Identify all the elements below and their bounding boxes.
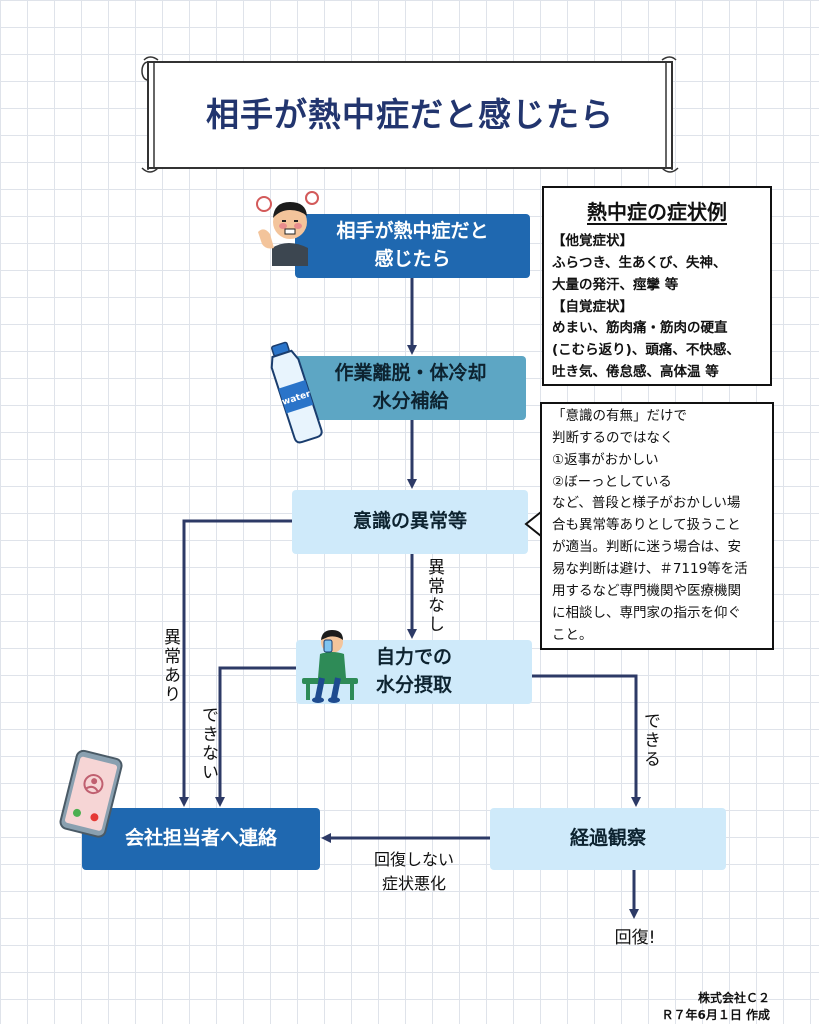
symptoms-panel: 熱中症の症状例 【他覚症状】 ふらつき、生あくび、失神、 大量の発汗、痙攣 等 … [542,186,772,386]
note-line: こと。 [552,626,593,643]
note-line: 合も異常等ありとして扱うこと [552,517,741,534]
note-line: に相談し、専門家の指示を仰ぐ [552,604,741,621]
page-title: 相手が熱中症だと感じたら [206,95,614,134]
arrow-cannot-to-contact [215,666,296,807]
footer: 株式会社Ｃ２ Ｒ７年6月１日 作成 [560,990,770,1024]
note-line: ②ぼーっとしている [552,473,672,490]
label-not-recovered: 回復しない 症状悪化 [373,850,454,893]
note-line: ①返事がおかしい [552,451,659,468]
note-line: 用するなど専門機関や医療機関 [552,582,741,599]
symptoms-others-line: 大量の発汗、痙攣 等 [552,276,679,293]
node-observe: 経過観察 [490,808,726,870]
symptoms-others-line: ふらつき、生あくび、失神、 [552,254,727,271]
note-line: 「意識の有無」だけで [552,408,687,424]
footer-company: 株式会社Ｃ２ [697,991,770,1005]
note-line: 判断するのではなく [552,429,674,446]
smartphone-call-icon [59,749,123,838]
note-line: 易な判断は避け、＃7119等を活 [552,561,748,578]
note-panel: 「意識の有無」だけで 判断するのではなく ①返事がおかしい ②ぼーっとしている … [540,402,774,650]
node-contact: 会社担当者へ連絡 [82,808,320,870]
label-recovered: 回復! [614,928,656,948]
node-consciousness: 意識の異常等 [292,490,528,554]
symptoms-title: 熱中症の症状例 [587,200,727,224]
label-no-abnormality: 異常なし [424,558,444,634]
arrow-can-to-observe [532,674,641,807]
arrow-abnormal-to-contact [179,519,292,807]
symptoms-self-heading: 【自覚症状】 [552,298,633,315]
node-cooling: 作業離脱・体冷却 水分補給 [295,356,526,420]
label-can: できる [640,712,660,769]
label-cannot: できない [198,706,218,782]
note-line: など、普段と様子がおかしい場 [552,495,741,512]
note-line: が適当。判断に迷う場合は、安 [552,539,741,556]
sick-person-icon [256,191,319,266]
symptoms-others-heading: 【他覚症状】 [552,233,633,249]
symptoms-self-line: (こむら返り)、頭痛、不快感、 [552,342,740,359]
symptoms-self-line: めまい、筋肉痛・筋肉の硬直 [552,320,728,337]
symptoms-self-line: 吐き気、倦怠感、高体温 等 [552,364,719,381]
seated-drinking-person-icon [302,630,358,703]
node-start: 相手が熱中症だと 感じたら [295,214,530,278]
water-bottle-icon: water [270,341,323,444]
note-bubble-pointer [524,511,542,537]
label-abnormal: 異常あり [160,628,180,704]
footer-date: Ｒ７年6月１日 作成 [661,1007,770,1022]
title-banner [141,56,679,173]
